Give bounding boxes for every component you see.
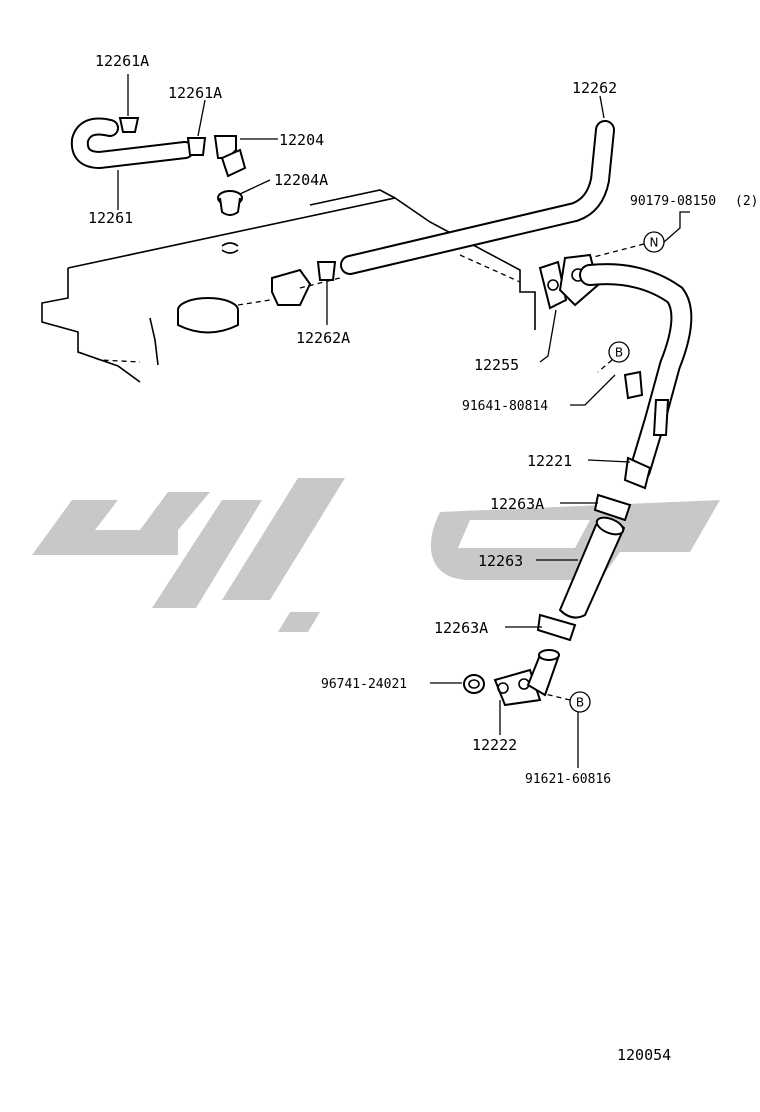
callout-12255: 12255 — [474, 356, 519, 374]
diagram-number: 120054 — [617, 1046, 671, 1064]
grommet-12204A — [217, 179, 271, 216]
callout-12263A-top: 12263A — [490, 495, 544, 513]
watermark-logo — [32, 478, 720, 632]
callout-12262A: 12262A — [296, 329, 350, 347]
symbol-b-upper-circle — [608, 341, 630, 363]
symbol-b-upper-group: B — [570, 341, 630, 406]
hose-12261 — [70, 117, 194, 170]
symbol-n: N — [650, 236, 659, 250]
callout-12204: 12204 — [279, 131, 324, 149]
clamp-12263A-top — [560, 493, 632, 522]
callout-12261A-mid: 12261A — [168, 84, 222, 102]
symbol-b-lower-group: B — [544, 691, 591, 768]
symbol-n-group: N — [589, 211, 690, 259]
callout-91621: 91621-60816 — [525, 772, 611, 787]
pipe-12262 — [340, 95, 615, 275]
symbol-b-lower: B — [576, 696, 584, 710]
gasket-96741 — [430, 674, 485, 694]
pcv-valve-12204 — [213, 135, 278, 178]
callout-12263: 12263 — [478, 552, 523, 570]
callout-12261: 12261 — [88, 209, 133, 227]
clamp-12263A-bottom — [505, 613, 577, 642]
pipe-12221 — [558, 253, 693, 490]
gasket-12255 — [538, 260, 568, 363]
symbol-b-upper: B — [615, 346, 623, 360]
callout-91641: 91641-80814 — [462, 399, 548, 414]
callout-12221: 12221 — [527, 452, 572, 470]
symbol-b-lower-circle — [569, 691, 591, 713]
callout-12263A-bottom: 12263A — [434, 619, 488, 637]
callout-96741: 96741-24021 — [321, 677, 407, 692]
callout-12222: 12222 — [472, 736, 517, 754]
callout-12261A-top: 12261A — [95, 52, 149, 70]
union-12222 — [493, 649, 560, 735]
callout-90179: 90179-08150 — [630, 194, 716, 209]
fitting-12262A — [271, 261, 341, 325]
callout-90179-qty: (2) — [735, 194, 758, 209]
clamp-12261A-mid — [186, 99, 207, 156]
clamp-12261A-top — [118, 74, 140, 133]
callout-12204A: 12204A — [274, 171, 328, 189]
callout-12262: 12262 — [572, 79, 617, 97]
cylinder-head-outline — [41, 189, 536, 383]
hose-12263 — [536, 516, 626, 619]
